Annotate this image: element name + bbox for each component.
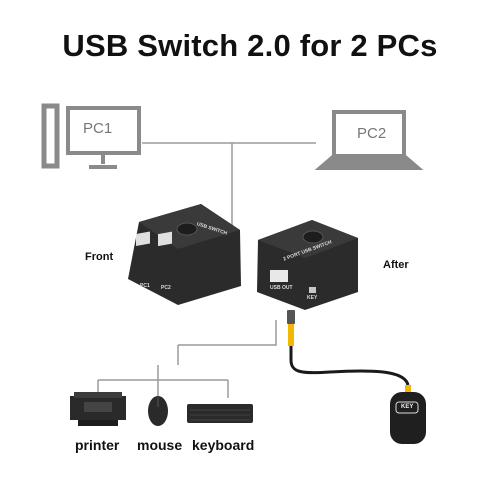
remote-label: KEY	[401, 404, 414, 410]
pc1-computer-icon	[41, 103, 141, 169]
keyboard-icon	[187, 404, 253, 423]
device-front-port1-label: PC1	[140, 283, 150, 289]
pc2-laptop-icon	[314, 110, 424, 170]
mouse-icon	[148, 396, 168, 426]
pc1-label: PC1	[83, 120, 113, 137]
device-front-port2-label: PC2	[161, 285, 171, 291]
remote-key-device	[390, 392, 426, 444]
page-title: USB Switch 2.0 for 2 PCs	[62, 28, 438, 63]
front-label: Front	[85, 251, 114, 263]
pc2-label: PC2	[357, 125, 387, 142]
peripheral-bus-line	[178, 320, 277, 346]
device-back-port2-label: KEY	[307, 295, 318, 301]
printer-icon	[70, 392, 126, 426]
connection-lines	[97, 142, 316, 398]
printer-label: printer	[75, 437, 120, 453]
keyboard-label: keyboard	[192, 437, 255, 453]
switch-front-device	[128, 204, 241, 305]
switch-back-device	[257, 220, 358, 310]
remote-cable	[287, 310, 411, 392]
device-back-port1-label: USB OUT	[270, 285, 293, 291]
after-label: After	[383, 259, 409, 271]
mouse-label: mouse	[137, 437, 183, 453]
